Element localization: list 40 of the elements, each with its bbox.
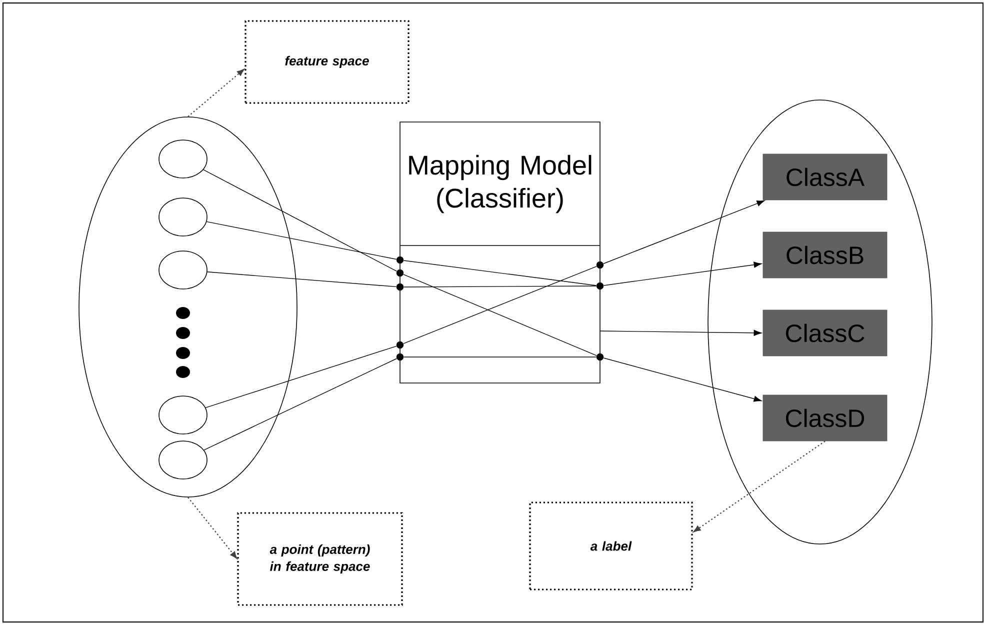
junction-dot [396,269,404,277]
ellipse [158,440,208,480]
connector-line [204,358,397,450]
connector-line [203,169,397,272]
arrow [603,262,762,286]
junction-dot [596,282,604,290]
classifier-box: Mapping Model (Classifier) [400,122,600,384]
arrow [603,200,765,264]
connector-line [403,266,597,344]
arrow [600,330,762,336]
junction-dot [596,353,604,361]
ellipse [78,116,298,498]
connector-line [403,274,597,356]
ellipse [158,250,208,290]
class-box: ClassD [762,394,888,442]
ellipse [158,396,208,434]
callout-box: feature space [244,20,410,104]
leader-line [188,497,238,559]
junction-dot [396,256,404,264]
junction-dot [396,283,404,291]
junction-dot [396,341,404,349]
connector-line [206,221,397,260]
ellipse [158,140,208,178]
leader-line [693,440,826,532]
ellipse [158,198,208,236]
connector-line [403,286,597,288]
class-box: ClassC [762,310,888,356]
class-box: ClassB [762,232,888,278]
callout-box: a point (pattern) in feature space [237,512,403,606]
connector-line [205,346,397,408]
ellipse [708,100,932,544]
arrow [603,358,762,402]
junction-dot [596,261,604,269]
callout-box: a label [529,502,693,590]
connector-line [206,272,397,288]
junction-dot [396,353,404,361]
leader-line [188,68,244,118]
class-box: ClassA [762,154,888,200]
connector-line [403,356,597,358]
connector-line [403,260,597,286]
